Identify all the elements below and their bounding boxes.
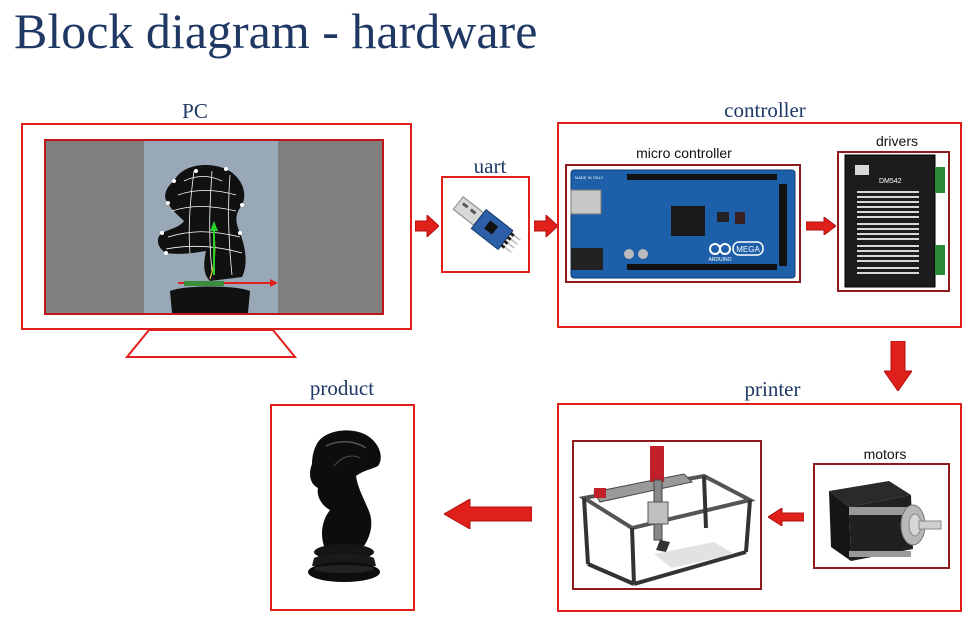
controller-label: controller <box>724 98 806 122</box>
uart-label: uart <box>473 154 507 178</box>
arrow-motors-to-printer <box>768 508 804 526</box>
board-brand-text: ARDUINO <box>708 257 731 263</box>
driver-model-text: DM542 <box>879 178 902 185</box>
pc-label: PC <box>182 99 208 123</box>
chess-knight-image <box>308 430 381 582</box>
printer-image-frame <box>572 440 762 590</box>
arrow-uart-to-controller <box>534 215 558 237</box>
arrow-micro-to-drivers <box>806 217 836 235</box>
board-logo-text: MEGA <box>736 245 760 254</box>
controller-frame <box>557 122 962 328</box>
pc-screen <box>44 139 384 315</box>
arrow-pc-to-uart <box>415 215 439 237</box>
arduino-mega-board-image: MEGA ARDUINO MADE IN ITALY <box>570 169 796 279</box>
product-frame <box>270 404 415 611</box>
cad-viewport <box>144 141 278 313</box>
arrow-printer-to-product <box>444 499 532 529</box>
product-label: product <box>309 376 375 400</box>
motors-frame <box>813 463 950 569</box>
micro-controller-frame: MEGA ARDUINO MADE IN ITALY <box>565 164 801 283</box>
drivers-frame: DM542 <box>837 151 950 292</box>
slide-title: Block diagram - hardware <box>14 3 538 59</box>
printer-label: printer <box>744 377 801 401</box>
usb-uart-adapter-image <box>452 196 521 253</box>
printer-frame <box>557 403 962 612</box>
arrow-controller-to-printer <box>884 341 912 391</box>
drivers-label: drivers <box>875 133 918 149</box>
board-made-in-text: MADE IN ITALY <box>575 175 604 180</box>
micro-controller-label: micro controller <box>636 145 732 161</box>
motors-label: motors <box>863 446 907 462</box>
knight-wireframe-image <box>157 165 278 313</box>
stepper-motor-image <box>829 481 942 561</box>
cnc-printer-image <box>578 446 756 586</box>
uart-frame <box>441 176 530 273</box>
monitor-stand <box>125 329 298 358</box>
stepper-driver-image: DM542 <box>844 154 945 288</box>
